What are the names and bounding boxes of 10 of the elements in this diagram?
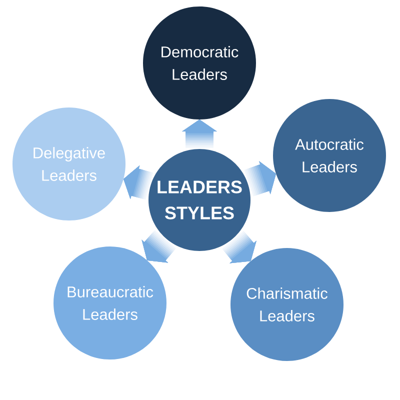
chevron-arrow (244, 161, 276, 196)
circle-node: Autocratic Leaders (273, 99, 386, 212)
circle-node: Bureaucratic Leaders (54, 246, 166, 360)
circle-node: Democratic Leaders (143, 6, 256, 120)
circle-node: Charismatic Leaders (230, 248, 344, 361)
chevron-arrow (123, 165, 154, 200)
chevron-arrow (222, 230, 256, 264)
chevron-arrow (142, 230, 176, 263)
circle-node: Delegative Leaders (12, 108, 126, 220)
chevron-arrow (182, 120, 217, 148)
